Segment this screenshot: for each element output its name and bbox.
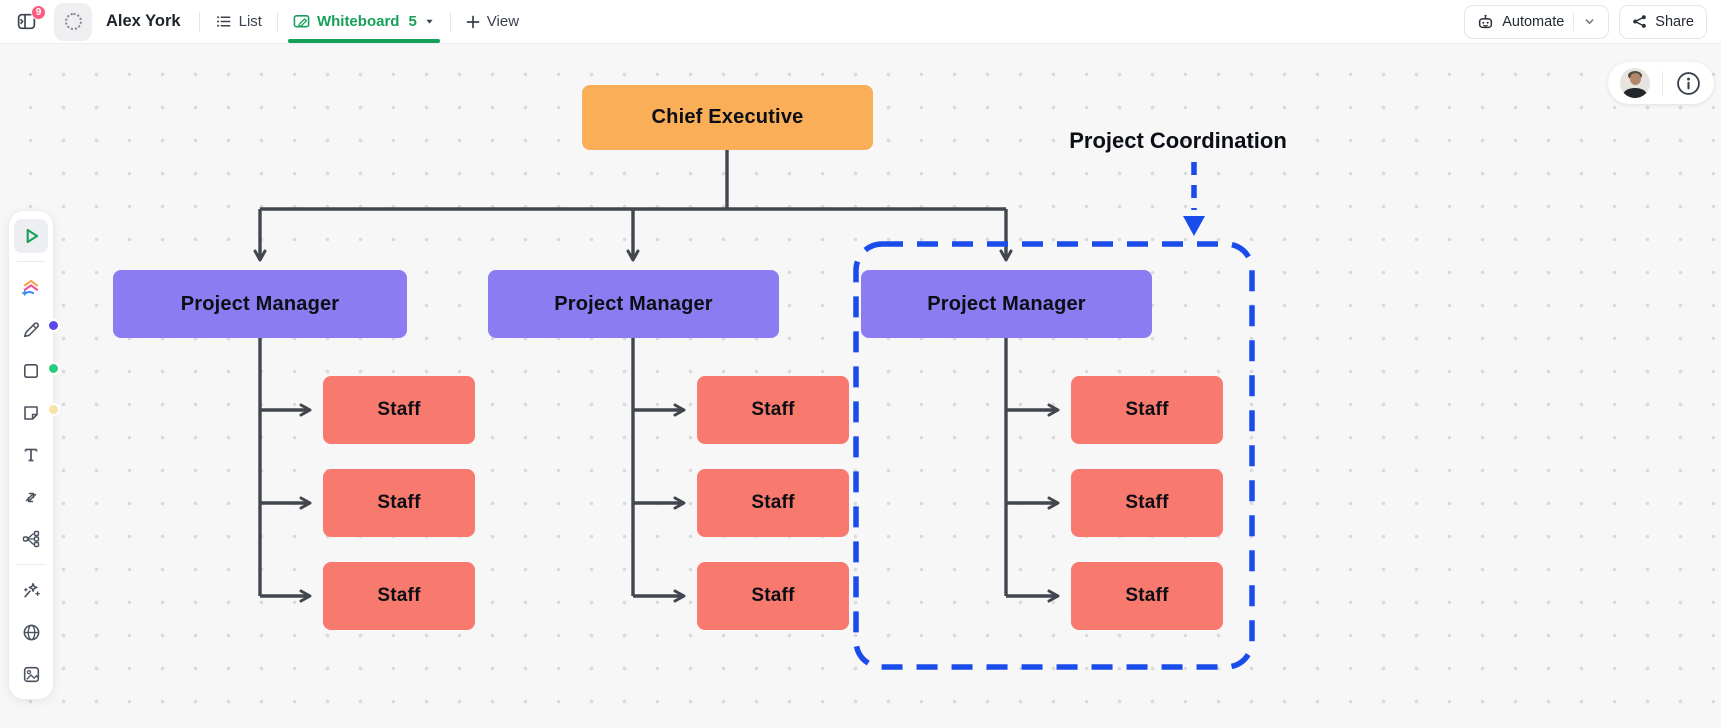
globe-icon [23,624,39,640]
whiteboard-icon [293,15,310,28]
select-tool-button[interactable] [14,219,48,253]
org-connectors [253,150,1060,603]
connector-arrows-icon [25,492,37,503]
add-view-button[interactable]: View [461,13,524,30]
coordination-arrow[interactable] [1183,162,1205,236]
whiteboard-canvas[interactable]: Chief Executive Project Manager Project … [0,44,1721,728]
presence-dot-yellow [47,403,60,416]
marker-tool-button[interactable] [14,312,48,346]
text-icon [24,448,38,462]
web-tool-button[interactable] [14,615,48,649]
add-view-label: View [486,13,520,30]
plus-icon [466,15,480,28]
automate-button[interactable]: Automate [1464,4,1610,39]
whiteboard-toolbar [8,210,54,700]
share-label: Share [1655,13,1694,30]
divider [198,11,200,32]
square-shape-icon [23,363,38,378]
sidebar-toggle-icon [17,13,35,30]
node-project-manager-1[interactable]: Project Manager [113,270,407,338]
presence-pill [1608,62,1714,104]
page-title: Alex York [106,12,181,30]
shape-tool-button[interactable] [14,354,48,388]
image-icon [23,666,39,682]
share-button[interactable]: Share [1619,4,1707,39]
chevron-down-icon[interactable] [1583,15,1596,28]
whiteboard-count: 5 [408,13,417,30]
node-staff-8[interactable]: Staff [1071,469,1223,537]
tab-list[interactable]: List [210,0,267,43]
divider [276,11,278,32]
connector-layer [253,150,1255,670]
mind-map-tool-button[interactable] [14,522,48,556]
node-project-manager-2[interactable]: Project Manager [488,270,779,338]
ai-wand-tool-button[interactable] [14,573,48,607]
node-staff-4[interactable]: Staff [697,376,849,444]
magic-wand-icon [23,582,40,597]
node-staff-7[interactable]: Staff [1071,376,1223,444]
node-staff-9[interactable]: Staff [1071,562,1223,630]
divider [1662,71,1663,95]
mind-map-icon [22,530,40,548]
node-project-manager-3[interactable]: Project Manager [861,270,1152,338]
node-staff-5[interactable]: Staff [697,469,849,537]
text-tool-button[interactable] [14,438,48,472]
connector-tool-button[interactable] [14,480,48,514]
coordination-annotation-label[interactable]: Project Coordination [1069,128,1287,153]
board-icon-button[interactable] [54,2,92,41]
presence-dot-purple [47,319,60,332]
divider [449,11,451,32]
image-tool-button[interactable] [14,657,48,691]
top-header: 9 Alex York List [0,0,1721,44]
divider [17,564,45,565]
sidebar-toggle-button[interactable]: 9 [12,4,46,36]
caret-down-icon [426,19,433,24]
robot-icon [1479,14,1493,29]
node-staff-2[interactable]: Staff [323,469,475,537]
select-cursor-icon [26,228,39,244]
node-staff-1[interactable]: Staff [323,376,475,444]
node-chief-executive[interactable]: Chief Executive [582,85,873,150]
list-icon [216,16,231,27]
notification-badge: 9 [31,4,46,20]
node-staff-6[interactable]: Staff [697,562,849,630]
divider [17,261,45,262]
tab-whiteboard[interactable]: Whiteboard 5 [287,0,440,43]
presence-dot-green [47,362,60,375]
sticky-note-tool-button[interactable] [14,396,48,430]
tab-whiteboard-label: Whiteboard [316,13,400,30]
sticky-note-icon [24,406,38,420]
marker-icon [23,321,39,337]
templates-tool-button[interactable] [14,270,48,304]
automate-label: Automate [1502,13,1565,30]
divider [1573,12,1575,31]
loading-spinner-icon [64,13,82,30]
coordination-region-outline[interactable] [853,241,1255,670]
share-icon [1633,15,1647,28]
info-icon[interactable] [1675,70,1702,97]
avatar[interactable] [1620,68,1650,98]
tab-list-label: List [238,13,262,30]
templates-icon [21,279,39,296]
node-staff-3[interactable]: Staff [323,562,475,630]
